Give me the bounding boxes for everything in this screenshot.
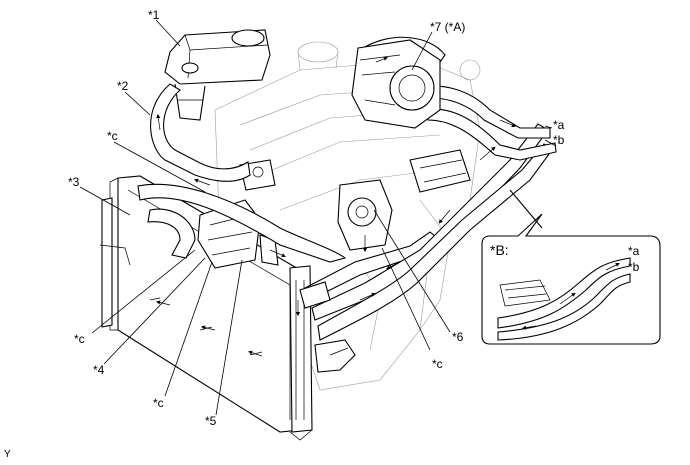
inset-callout-b: *b (628, 260, 640, 274)
flow-arrows (155, 56, 516, 357)
callout-clamp-c-left: *c (74, 332, 85, 346)
egr-component (337, 149, 471, 251)
coolant-hoses (137, 36, 557, 373)
callout-clamp-c-right: *c (432, 357, 443, 371)
callout-reservoir-1: *1 (148, 8, 160, 22)
reservoir-tank (164, 29, 271, 121)
callout-radiator-3: *3 (68, 175, 80, 189)
callout-clamp-c-top: *c (107, 129, 118, 143)
callout-hose-2: *2 (117, 79, 129, 93)
inset-detail-b (481, 189, 661, 345)
callout-hose-4: *4 (93, 363, 105, 377)
inset-callout-a: *a (628, 244, 640, 258)
callout-clamp-c-bottom: *c (153, 396, 164, 410)
water-valve-unit (351, 39, 441, 129)
inset-b-label: *B: (490, 242, 509, 258)
callout-leaders (79, 19, 557, 416)
callout-outlet-b: *b (553, 133, 565, 147)
callout-hose-5: *5 (205, 414, 217, 428)
callout-valve-7: *7 (*A) (430, 20, 466, 34)
callout-outlet-a: *a (553, 118, 565, 132)
callout-hose-6: *6 (452, 330, 464, 344)
corner-mark: Y (4, 449, 11, 460)
